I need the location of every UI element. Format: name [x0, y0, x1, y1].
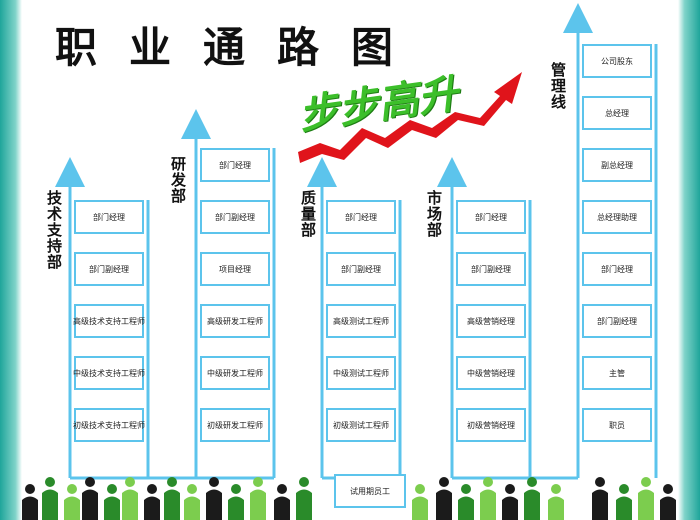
role-box[interactable]: 中级技术支持工程师: [73, 356, 145, 390]
person-silhouette-head: [483, 477, 493, 487]
person-silhouette-body: [228, 496, 244, 520]
person-silhouette-head: [595, 477, 605, 487]
role-box[interactable]: 初级测试工程师: [326, 408, 396, 442]
person-silhouette-body: [412, 496, 428, 520]
person-silhouette-head: [439, 477, 449, 487]
person-silhouette-head: [125, 477, 135, 487]
person-silhouette-head: [619, 484, 629, 494]
role-box[interactable]: 总经理: [582, 96, 652, 130]
role-box[interactable]: 部门副经理: [326, 252, 396, 286]
dept-label-marketing: 市场部: [425, 190, 443, 238]
person-silhouette-head: [299, 477, 309, 487]
person-silhouette-body: [458, 496, 474, 520]
person-silhouette-body: [206, 489, 222, 520]
person-silhouette-body: [274, 496, 290, 520]
role-box[interactable]: 高级研发工程师: [200, 304, 270, 338]
title-char: 图: [350, 23, 395, 72]
person-silhouette-head: [253, 477, 263, 487]
person-silhouette-head: [663, 484, 673, 494]
role-box[interactable]: 初级营销经理: [456, 408, 526, 442]
role-box[interactable]: 中级研发工程师: [200, 356, 270, 390]
person-silhouette-head: [505, 484, 515, 494]
role-box[interactable]: 高级技术支持工程师: [73, 304, 145, 338]
person-silhouette-body: [592, 489, 608, 520]
role-box[interactable]: 副总经理: [582, 148, 652, 182]
person-silhouette-body: [638, 489, 654, 520]
dept-label-quality: 质量部: [299, 190, 317, 238]
left-border-gradient: [0, 0, 22, 520]
dept-label-management: 管理线: [549, 62, 567, 110]
person-silhouette-head: [527, 477, 537, 487]
person-silhouette-body: [616, 496, 632, 520]
role-box[interactable]: 公司股东: [582, 44, 652, 78]
role-box[interactable]: 部门副经理: [200, 200, 270, 234]
person-silhouette-head: [85, 477, 95, 487]
title-char: 职: [55, 23, 100, 72]
person-silhouette-head: [231, 484, 241, 494]
role-box[interactable]: 高级营销经理: [456, 304, 526, 338]
role-box[interactable]: 部门副经理: [456, 252, 526, 286]
role-box[interactable]: 部门经理: [200, 148, 270, 182]
role-box[interactable]: 总经理助理: [582, 200, 652, 234]
person-silhouette-body: [502, 496, 518, 520]
role-box[interactable]: 主管: [582, 356, 652, 390]
role-box[interactable]: 高级测试工程师: [326, 304, 396, 338]
person-silhouette-head: [187, 484, 197, 494]
dept-label-tech-support: 技术支持部: [45, 190, 63, 270]
person-silhouette-body: [42, 489, 58, 520]
person-silhouette-head: [415, 484, 425, 494]
role-box[interactable]: 中级营销经理: [456, 356, 526, 390]
person-silhouette-body: [250, 489, 266, 520]
management-lines: [530, 3, 658, 480]
title-char: 通: [202, 23, 247, 72]
person-silhouette-head: [167, 477, 177, 487]
person-silhouette-body: [548, 496, 564, 520]
person-silhouette-body: [296, 489, 312, 520]
role-box[interactable]: 部门经理: [326, 200, 396, 234]
person-silhouette-body: [82, 489, 98, 520]
person-silhouette-body: [524, 489, 540, 520]
title-char: 路: [276, 23, 321, 72]
person-silhouette-head: [147, 484, 157, 494]
person-silhouette-body: [22, 496, 38, 520]
person-silhouette-body: [164, 489, 180, 520]
entry-role-box[interactable]: 试用期员工: [334, 474, 406, 508]
rising-trend-arrow: [298, 72, 522, 163]
dept-label-rd: 研发部: [169, 156, 187, 204]
role-box[interactable]: 初级研发工程师: [200, 408, 270, 442]
role-box[interactable]: 中级测试工程师: [326, 356, 396, 390]
person-silhouette-body: [64, 496, 80, 520]
person-silhouette-head: [461, 484, 471, 494]
role-box[interactable]: 职员: [582, 408, 652, 442]
person-silhouette-head: [25, 484, 35, 494]
crowd-silhouettes: [22, 477, 676, 520]
person-silhouette-head: [551, 484, 561, 494]
role-box[interactable]: 部门经理: [582, 252, 652, 286]
person-silhouette-head: [209, 477, 219, 487]
title-char: 业: [128, 23, 173, 72]
diagram-title: 职 业 通 路 图: [55, 14, 395, 75]
person-silhouette-body: [122, 489, 138, 520]
person-silhouette-head: [67, 484, 77, 494]
person-silhouette-body: [480, 489, 496, 520]
person-silhouette-head: [641, 477, 651, 487]
person-silhouette-head: [107, 484, 117, 494]
person-silhouette-body: [144, 496, 160, 520]
role-box[interactable]: 部门经理: [456, 200, 526, 234]
person-silhouette-head: [277, 484, 287, 494]
right-border-gradient: [678, 0, 700, 520]
person-silhouette-body: [436, 489, 452, 520]
person-silhouette-body: [660, 496, 676, 520]
role-box[interactable]: 部门副经理: [582, 304, 652, 338]
role-box[interactable]: 部门副经理: [74, 252, 144, 286]
person-silhouette-head: [45, 477, 55, 487]
role-box[interactable]: 项目经理: [200, 252, 270, 286]
role-box[interactable]: 初级技术支持工程师: [73, 408, 145, 442]
person-silhouette-body: [104, 496, 120, 520]
person-silhouette-body: [184, 496, 200, 520]
role-box[interactable]: 部门经理: [74, 200, 144, 234]
